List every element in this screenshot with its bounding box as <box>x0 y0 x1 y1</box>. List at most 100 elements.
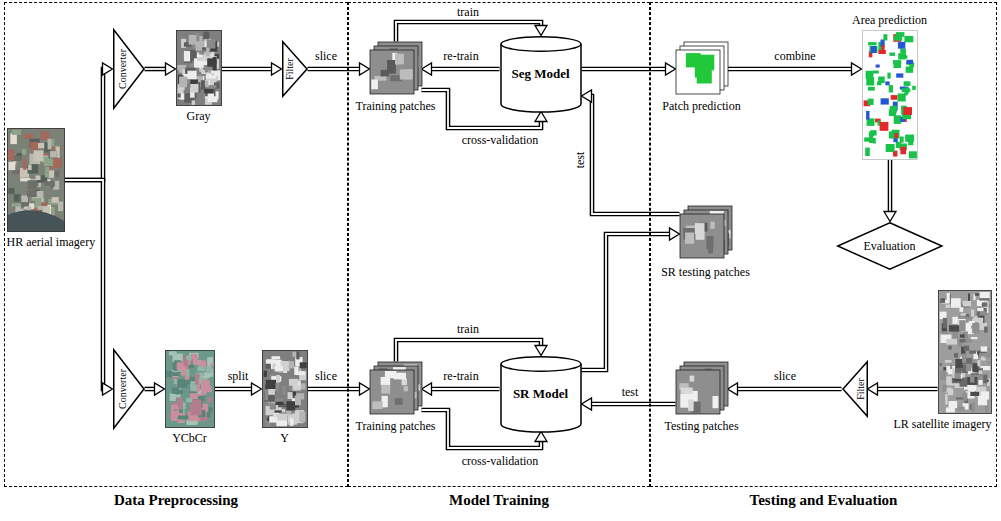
arrow-head <box>360 63 370 75</box>
image-pixel <box>7 128 65 232</box>
image-pixel <box>889 52 895 55</box>
edge-label: cross-validation <box>460 133 541 147</box>
image-pixel <box>179 76 187 87</box>
connector-core <box>65 180 104 389</box>
image-caption: YCbCr <box>172 431 207 445</box>
image-pixel <box>27 180 36 189</box>
image-pixel <box>963 345 968 350</box>
image-pixel <box>988 361 990 364</box>
image-pixel <box>676 370 720 414</box>
image-pixel <box>295 371 305 375</box>
arrow-head <box>535 432 547 442</box>
edge-label: train <box>455 322 481 336</box>
image-pixel <box>394 398 402 405</box>
image-pixel <box>864 137 873 141</box>
image-caption: Gray <box>187 109 211 123</box>
converter-triangle: Converter <box>113 29 145 109</box>
image-pixel <box>44 181 55 187</box>
image-pixel <box>274 366 282 371</box>
edge-label: slice <box>313 49 339 63</box>
image-pixel <box>867 98 873 104</box>
image-pixel <box>945 304 949 308</box>
image-illustration <box>370 42 422 96</box>
connector-outline <box>431 67 500 72</box>
image-pixel <box>206 39 215 48</box>
arrow-head <box>103 383 113 395</box>
image-pixel <box>371 79 378 89</box>
image-pixel <box>962 300 970 306</box>
image-pixel <box>203 31 209 39</box>
edge-label: re-train <box>441 369 480 383</box>
image-pixel <box>903 81 910 86</box>
image-pixel <box>299 362 306 368</box>
image-pixel <box>979 352 988 356</box>
image-pixel <box>205 47 209 56</box>
image-pixel <box>8 188 14 194</box>
image-pixel <box>906 59 913 63</box>
edge-label: cross-validation <box>460 454 541 468</box>
image-pixel <box>939 370 945 380</box>
image-illustration <box>176 30 222 106</box>
image-pixel <box>955 359 963 368</box>
image-pixel <box>938 290 992 414</box>
image-pixel <box>900 146 906 154</box>
image-pixel <box>177 415 188 419</box>
image-pixel <box>982 302 987 306</box>
image-illustration <box>676 362 728 416</box>
triangle-outline <box>843 361 867 416</box>
image-pixel <box>872 138 875 144</box>
cylinder-top <box>501 356 581 371</box>
image-pixel <box>51 197 58 203</box>
arrow-head <box>103 63 113 75</box>
arrow-head <box>155 383 165 395</box>
image-illustration <box>938 290 992 414</box>
image-pixel <box>950 298 960 308</box>
image-pixel <box>381 383 390 393</box>
image-pixel <box>905 87 908 94</box>
image-pixel <box>370 370 414 414</box>
image-caption: HR aerial imagery <box>7 235 96 249</box>
connector-core <box>737 388 842 390</box>
image-pixel <box>263 370 266 376</box>
image-pixel <box>960 313 965 315</box>
image-pixel <box>878 49 885 53</box>
image-pixel <box>888 131 893 138</box>
image-pixel <box>875 64 879 67</box>
image-illustration <box>862 30 918 160</box>
image-pixel <box>165 350 215 428</box>
connector-core <box>889 160 891 213</box>
connector-outline <box>308 67 361 72</box>
cylinder-body <box>501 364 581 432</box>
connector <box>422 383 500 395</box>
decision-diamond: Evaluation <box>837 222 943 270</box>
image-pixel <box>979 311 986 315</box>
image-pixel <box>870 46 876 53</box>
image-pixel <box>946 338 957 344</box>
image-pixel <box>970 391 979 395</box>
arrow-head <box>535 26 547 36</box>
image-pixel <box>53 158 62 168</box>
image-pixel <box>176 30 222 106</box>
image-pixel <box>944 359 951 362</box>
image-pixel <box>897 93 905 101</box>
connector-core <box>222 68 273 70</box>
image-pixel <box>710 221 714 228</box>
image-illustration <box>7 128 65 232</box>
connector-core <box>145 68 167 70</box>
arrow-head <box>852 63 862 75</box>
image-pixel <box>890 95 897 100</box>
image-pixel <box>940 298 944 302</box>
image-pixel <box>971 309 974 316</box>
image-pixel <box>275 383 278 392</box>
connector-core <box>877 388 938 390</box>
image-pixel <box>207 58 215 67</box>
connector <box>868 383 938 395</box>
image-pixel <box>694 223 704 234</box>
image-pixel <box>900 48 906 53</box>
image-pixel <box>939 299 943 302</box>
connector <box>215 383 262 395</box>
arrow-head <box>670 228 680 240</box>
image-pixel <box>264 389 268 400</box>
model-cylinder: Seg Model <box>500 36 582 112</box>
image-pixel <box>393 372 405 379</box>
